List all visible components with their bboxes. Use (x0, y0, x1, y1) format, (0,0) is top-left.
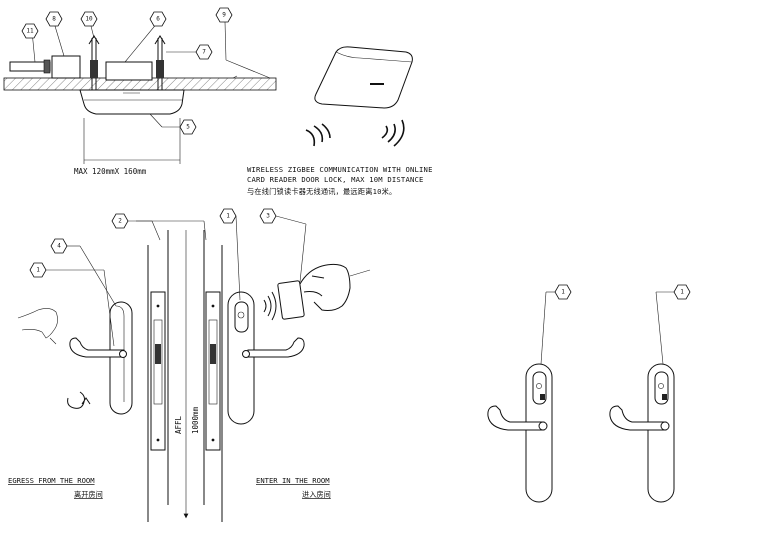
ceiling-reader-housing (79, 89, 185, 115)
lock-variants-view: 1 1 (487, 284, 691, 503)
lock-variant-b: 1 (609, 284, 691, 503)
callout-7: 7 (195, 44, 213, 60)
callout-1-variant-a: 1 (554, 284, 572, 300)
svg-text:7: 7 (202, 49, 206, 56)
callout-2: 2 (111, 213, 129, 229)
hand-with-card-icon (277, 263, 371, 320)
height-value-label: 1000mm (191, 406, 200, 434)
svg-text:4: 4 (57, 243, 61, 250)
max-dimension-label: MAX 120mmX 160mm (74, 167, 147, 176)
svg-text:9: 9 (222, 12, 226, 19)
signal-waves-left-icon (305, 123, 331, 147)
inside-lever-handle (69, 337, 125, 358)
svg-text:11: 11 (26, 28, 34, 35)
variant-b-lever-handle (609, 405, 667, 431)
outside-lever-handle (247, 337, 305, 358)
callout-6: 6 (149, 11, 167, 27)
mortise-left-plate (150, 291, 166, 451)
svg-text:3: 3 (266, 213, 270, 220)
inside-escutcheon (109, 301, 133, 415)
card-reader-window (234, 301, 249, 333)
wireless-caption-en-1: WIRELESS ZIGBEE COMMUNICATION WITH ONLIN… (247, 165, 433, 174)
callout-9: 9 (215, 7, 233, 23)
callout-1-inside: 1 (29, 262, 47, 278)
callout-4: 4 (50, 238, 68, 254)
mount-plate (51, 55, 81, 79)
signal-waves-right-icon (381, 119, 405, 147)
ceiling-reader-3d (314, 46, 413, 109)
svg-text:1: 1 (561, 289, 565, 296)
svg-text:1: 1 (226, 213, 230, 220)
svg-text:1: 1 (680, 289, 684, 296)
callout-1-variant-b: 1 (673, 284, 691, 300)
callout-1-outside: 1 (219, 208, 237, 224)
svg-text:1: 1 (36, 267, 40, 274)
wireless-caption-cn: 与在线门锁读卡器无线通讯，最远距离10米。 (247, 187, 396, 196)
variant-a-lever-handle (487, 405, 545, 431)
svg-text:8: 8 (52, 16, 56, 23)
callout-8: 8 (45, 11, 63, 27)
rotation-arrow-icon (67, 391, 91, 409)
lock-variant-a: 1 (487, 284, 572, 503)
connector (43, 59, 51, 74)
wireless-caption-en-2: CARD READER DOOR LOCK, MAX 10M DISTANCE (247, 175, 424, 184)
svg-text:6: 6 (156, 16, 160, 23)
screw-right (154, 35, 166, 90)
mortise-right-plate (205, 291, 221, 451)
svg-text:5: 5 (186, 124, 190, 131)
egress-hand-icon (17, 308, 58, 345)
wireless-reader-view: WIRELESS ZIGBEE COMMUNICATION WITH ONLIN… (247, 46, 433, 196)
egress-caption-cn: 离开房间 (74, 490, 103, 499)
egress-caption-en: EGRESS FROM THE ROOM (8, 476, 95, 485)
callout-3: 3 (259, 208, 277, 224)
callout-10: 10 (80, 11, 98, 27)
controller-module (105, 61, 153, 81)
callout-11: 11 (21, 23, 39, 39)
door-section-view: AFFL 1000mm (8, 208, 371, 522)
affl-label: AFFL (174, 415, 183, 434)
enter-caption-en: ENTER IN THE ROOM (256, 476, 330, 485)
svg-text:10: 10 (85, 16, 93, 23)
svg-text:2: 2 (118, 218, 122, 225)
screw-left (88, 35, 100, 90)
enter-caption-cn: 进入房间 (302, 490, 331, 499)
callout-5: 5 (179, 119, 197, 135)
reader-waves-icon (263, 291, 277, 321)
ceiling-installation-view: MAX 120mmX 160mm 11 8 10 6 9 (3, 7, 277, 176)
key-card (277, 280, 305, 320)
